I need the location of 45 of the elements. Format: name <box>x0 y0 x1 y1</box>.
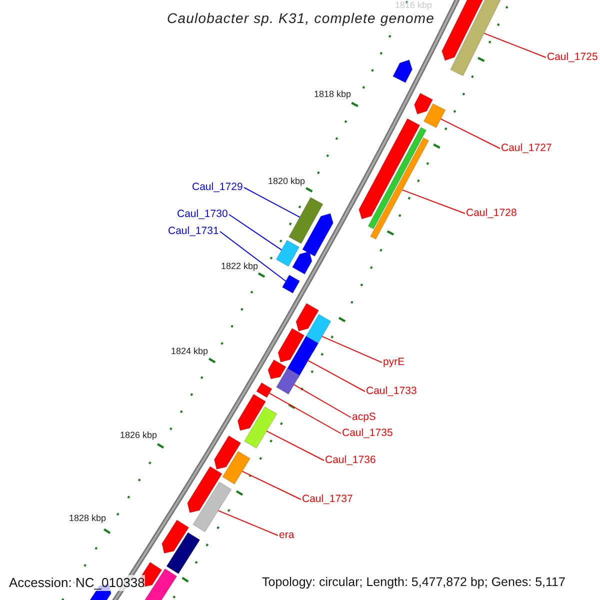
leader-line <box>268 392 342 434</box>
scale-label: 1828 kbp <box>69 513 106 524</box>
leader-line <box>244 187 300 218</box>
leader-line <box>220 231 286 282</box>
gene-label: Caul_1730 <box>177 208 228 221</box>
scale-label: 1822 kbp <box>221 261 258 272</box>
gene-label: Caul_1725 <box>547 51 598 64</box>
gene-label: Caul_1731 <box>168 225 219 238</box>
gene-feature <box>276 240 300 267</box>
scale-label: 1826 kbp <box>120 430 158 441</box>
leader-line <box>440 118 500 149</box>
gene-label: acpS <box>352 411 376 424</box>
gene-label: pyrE <box>383 356 405 369</box>
gene-label: era <box>279 529 294 542</box>
leader-line <box>294 384 352 418</box>
accession-text: Accession: NC_010338 <box>9 575 145 591</box>
gene-label: Caul_1735 <box>342 427 393 440</box>
leader-line <box>228 214 282 250</box>
leader-line <box>484 32 546 58</box>
gene-feature <box>423 103 446 128</box>
gene-label: Caul_1733 <box>366 385 417 398</box>
scale-label: 1818 kbp <box>314 89 352 100</box>
gene-feature <box>282 274 300 294</box>
gene-feature <box>222 450 251 485</box>
leader-line <box>322 336 382 363</box>
genome-summary: Topology: circular; Length: 5,477,872 bp; Genes: 5,117 <box>262 575 566 590</box>
gene-feature <box>244 406 278 449</box>
leader-line <box>266 430 324 461</box>
title: Caulobacter sp. K31, complete genome <box>167 10 435 27</box>
gene-feature <box>370 137 430 240</box>
leader-line <box>308 360 366 392</box>
leader-line <box>242 470 302 500</box>
gene-feature <box>256 382 272 398</box>
scale-label: 1820 kbp <box>268 176 306 187</box>
gene-label: Caul_1728 <box>466 207 517 220</box>
scale-label: 1824 kbp <box>171 346 208 357</box>
gene-feature <box>276 368 300 395</box>
gene-feature <box>288 196 324 244</box>
gene-feature <box>192 481 232 532</box>
gene-label: Caul_1729 <box>192 181 243 194</box>
gene-feature <box>285 336 319 378</box>
gene-label: Caul_1727 <box>501 142 552 155</box>
leader-line <box>218 510 278 536</box>
gene-label: Caul_1736 <box>325 454 376 467</box>
gene-label: Caul_1737 <box>302 493 353 506</box>
